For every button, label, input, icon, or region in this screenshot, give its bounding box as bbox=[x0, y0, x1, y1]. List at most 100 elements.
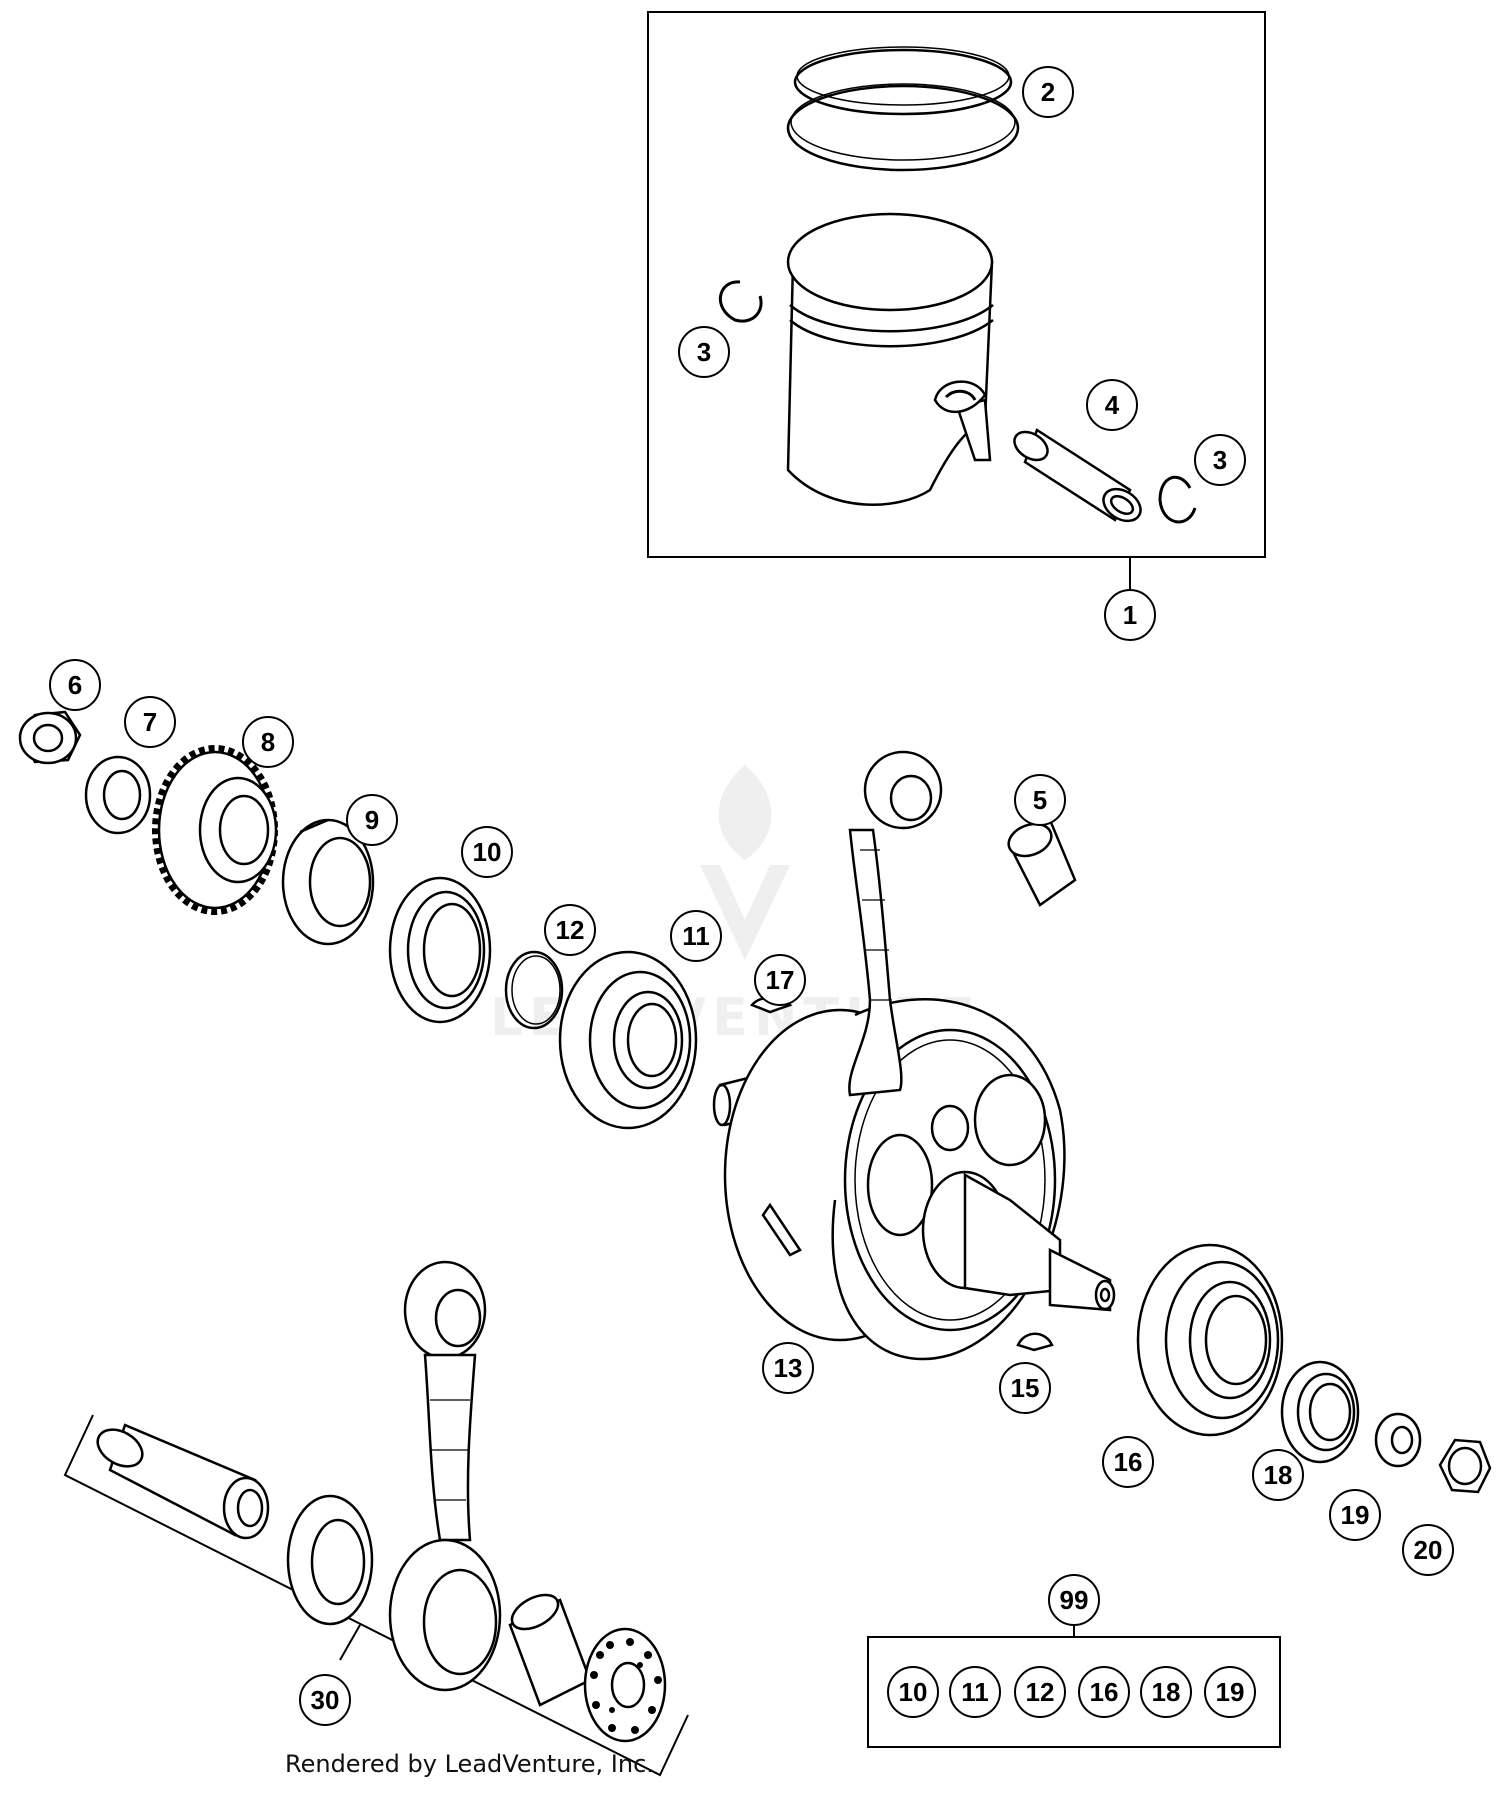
callout-8[interactable]: 8 bbox=[242, 716, 294, 768]
callout-9[interactable]: 9 bbox=[346, 794, 398, 846]
needle-bearing-small bbox=[1007, 817, 1077, 907]
callout-number: 18 bbox=[1152, 1677, 1181, 1707]
callout-4[interactable]: 4 bbox=[1086, 379, 1138, 431]
callout-number: 11 bbox=[961, 1677, 989, 1707]
callout-number: 6 bbox=[68, 670, 82, 700]
callout-number: 7 bbox=[143, 707, 157, 737]
callout-13[interactable]: 13 bbox=[762, 1342, 814, 1394]
callout-circle bbox=[1048, 1574, 1100, 1626]
conrod-bearing bbox=[508, 1593, 592, 1707]
callout-11[interactable]: 11 bbox=[949, 1666, 1001, 1718]
callout-circle bbox=[670, 910, 722, 962]
callout-circle bbox=[1078, 1666, 1130, 1718]
callout-number: 12 bbox=[1026, 1677, 1055, 1707]
callout-circle bbox=[1022, 66, 1074, 118]
callout-circle bbox=[242, 716, 294, 768]
shaft-seal-right bbox=[1280, 1360, 1360, 1464]
rendered-by-credit: Rendered by LeadVenture, Inc. bbox=[285, 1750, 654, 1778]
callout-number: 13 bbox=[774, 1353, 803, 1383]
callout-circle bbox=[678, 326, 730, 378]
callout-circle bbox=[1252, 1449, 1304, 1501]
conrod-needle-washer bbox=[583, 1627, 667, 1743]
callout-circle bbox=[49, 659, 101, 711]
main-bearing-right bbox=[1136, 1243, 1284, 1437]
callout-circle bbox=[1102, 1436, 1154, 1488]
callout-number: 2 bbox=[1041, 77, 1055, 107]
callout-number: 1 bbox=[1123, 600, 1137, 630]
callout-11[interactable]: 11 bbox=[670, 910, 722, 962]
callout-number: 16 bbox=[1090, 1677, 1119, 1707]
callout-3[interactable]: 3 bbox=[1194, 434, 1246, 486]
callout-6[interactable]: 6 bbox=[49, 659, 101, 711]
callout-19[interactable]: 19 bbox=[1204, 1666, 1256, 1718]
piston-rings bbox=[786, 46, 1020, 172]
spacer-ring bbox=[281, 818, 375, 946]
crankshaft bbox=[712, 998, 1116, 1361]
callout-circle bbox=[1140, 1666, 1192, 1718]
callout-number: 4 bbox=[1105, 390, 1120, 420]
callout-circle bbox=[1014, 1666, 1066, 1718]
connecting-rod-assembled bbox=[848, 750, 943, 1097]
callout-number: 16 bbox=[1114, 1447, 1143, 1477]
callout-circle bbox=[1204, 1666, 1256, 1718]
callout-17[interactable]: 17 bbox=[754, 954, 806, 1006]
callout-number: 5 bbox=[1033, 785, 1047, 815]
callout-circle bbox=[754, 954, 806, 1006]
callout-number: 30 bbox=[311, 1685, 340, 1715]
callout-number: 3 bbox=[1213, 445, 1227, 475]
callout-circle bbox=[124, 696, 176, 748]
piston-kit-box bbox=[647, 11, 1266, 595]
callout-number: 18 bbox=[1264, 1460, 1293, 1490]
callout-number: 10 bbox=[899, 1677, 928, 1707]
callout-2[interactable]: 2 bbox=[1022, 66, 1074, 118]
callout-circle bbox=[461, 826, 513, 878]
wrist-pin bbox=[1013, 428, 1142, 523]
callout-number: 19 bbox=[1341, 1500, 1370, 1530]
shaft-seal bbox=[388, 876, 492, 1024]
conrod-thrust-washer bbox=[286, 1494, 374, 1626]
callout-number: 99 bbox=[1060, 1585, 1089, 1615]
callout-1[interactable]: 1 bbox=[1104, 589, 1156, 641]
callout-circle bbox=[1194, 434, 1246, 486]
callout-circle bbox=[299, 1674, 351, 1726]
callout-18[interactable]: 18 bbox=[1140, 1666, 1192, 1718]
conrod-kit-bracket bbox=[63, 1414, 689, 1777]
callout-16[interactable]: 16 bbox=[1078, 1666, 1130, 1718]
woodruff-key-right bbox=[1016, 1332, 1054, 1352]
callout-circle bbox=[887, 1666, 939, 1718]
crank-nut bbox=[18, 710, 82, 765]
primary-gear bbox=[152, 745, 278, 915]
callout-number: 11 bbox=[682, 921, 710, 951]
callout-19[interactable]: 19 bbox=[1329, 1489, 1381, 1541]
callout-circle bbox=[999, 1362, 1051, 1414]
callout-10[interactable]: 10 bbox=[887, 1666, 939, 1718]
callout-18[interactable]: 18 bbox=[1252, 1449, 1304, 1501]
callout-number: 20 bbox=[1414, 1535, 1443, 1565]
callout-circle bbox=[1014, 774, 1066, 826]
callout-circle bbox=[1104, 589, 1156, 641]
callout-99[interactable]: 99 bbox=[1048, 1574, 1100, 1626]
callout-circle bbox=[1402, 1524, 1454, 1576]
washer-right bbox=[1374, 1412, 1422, 1468]
callout-number: 9 bbox=[365, 805, 379, 835]
callout-number: 15 bbox=[1011, 1373, 1040, 1403]
callout-20[interactable]: 20 bbox=[1402, 1524, 1454, 1576]
callout-3[interactable]: 3 bbox=[678, 326, 730, 378]
circlips bbox=[718, 280, 1197, 524]
callout-12[interactable]: 12 bbox=[544, 904, 596, 956]
callout-circle bbox=[346, 794, 398, 846]
callout-15[interactable]: 15 bbox=[999, 1362, 1051, 1414]
callout-12[interactable]: 12 bbox=[1014, 1666, 1066, 1718]
callout-number: 19 bbox=[1216, 1677, 1245, 1707]
callout-5[interactable]: 5 bbox=[1014, 774, 1066, 826]
main-bearing-left bbox=[558, 950, 698, 1130]
callout-number: 3 bbox=[697, 337, 711, 367]
callout-10[interactable]: 10 bbox=[461, 826, 513, 878]
callout-30[interactable]: 30 bbox=[299, 1674, 351, 1726]
callout-circle bbox=[544, 904, 596, 956]
callout-7[interactable]: 7 bbox=[124, 696, 176, 748]
callout-16[interactable]: 16 bbox=[1102, 1436, 1154, 1488]
callout-number: 8 bbox=[261, 727, 275, 757]
callout-circle bbox=[1329, 1489, 1381, 1541]
